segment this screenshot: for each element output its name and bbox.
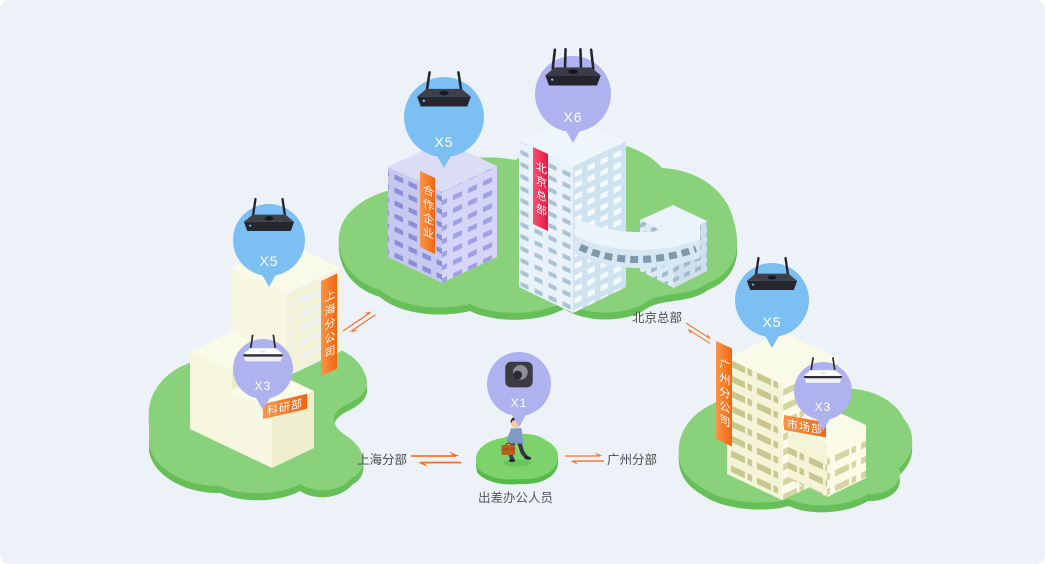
guangzhou-link-label: 广州分部: [607, 453, 658, 467]
shanghai-dept-router-bubble: X3: [233, 339, 293, 410]
router-model-label: X3: [254, 379, 272, 393]
router-model-label: X5: [762, 314, 782, 330]
router-x5-icon: [413, 68, 475, 114]
bubble-tail: [815, 417, 831, 431]
beijing-hq-wing: [575, 205, 707, 288]
guangzhou-main-router-bubble: X5: [735, 263, 809, 348]
router-x5-icon: [240, 195, 298, 238]
beijing-hq-banner: 北京总部: [533, 147, 548, 231]
router-x3-icon: [239, 331, 287, 367]
arrow-traveler-guangzhou: [564, 451, 605, 466]
router-model-label: X3: [814, 400, 832, 414]
bubble-tail: [764, 334, 780, 348]
router-model-label: X6: [563, 109, 583, 125]
traveler-router-bubble: X1: [487, 352, 551, 427]
shanghai-main-banner: 上海分公司: [321, 273, 337, 376]
partner-building: [388, 141, 497, 283]
router-x3-icon: [800, 354, 846, 388]
guangzhou-main-banner: 广州分公司: [716, 341, 732, 447]
beijing-link-label: 北京总部: [632, 311, 683, 325]
partner-router-bubble: X5: [404, 77, 484, 168]
arrow-shanghai-traveler: [410, 450, 462, 468]
shanghai-main-router-bubble: X5: [233, 204, 305, 287]
beijing-hq-router-bubble: X6: [535, 56, 611, 143]
arrow-beijing-guangzhou: [681, 320, 715, 347]
partner-building-banner: 合作企业: [420, 171, 435, 254]
bubble-tail: [255, 396, 271, 410]
bubble-tail: [565, 129, 581, 143]
traveler-caption: 出差办公人员: [478, 491, 554, 505]
arrow-shanghai-beijing: [340, 307, 378, 339]
router-model-label: X5: [259, 253, 279, 269]
bubble-tail: [436, 154, 452, 168]
router-model-label: X1: [510, 396, 528, 410]
router-model-label: X5: [434, 134, 454, 150]
shanghai-link-label: 上海分部: [357, 453, 408, 467]
router-x6-icon: [541, 46, 605, 93]
guangzhou-dept-router-bubble: X3: [794, 362, 852, 431]
bubble-tail: [511, 413, 527, 427]
router-x1-icon: [501, 359, 538, 392]
bubble-tail: [261, 273, 277, 287]
router-x5-icon: [743, 254, 801, 297]
